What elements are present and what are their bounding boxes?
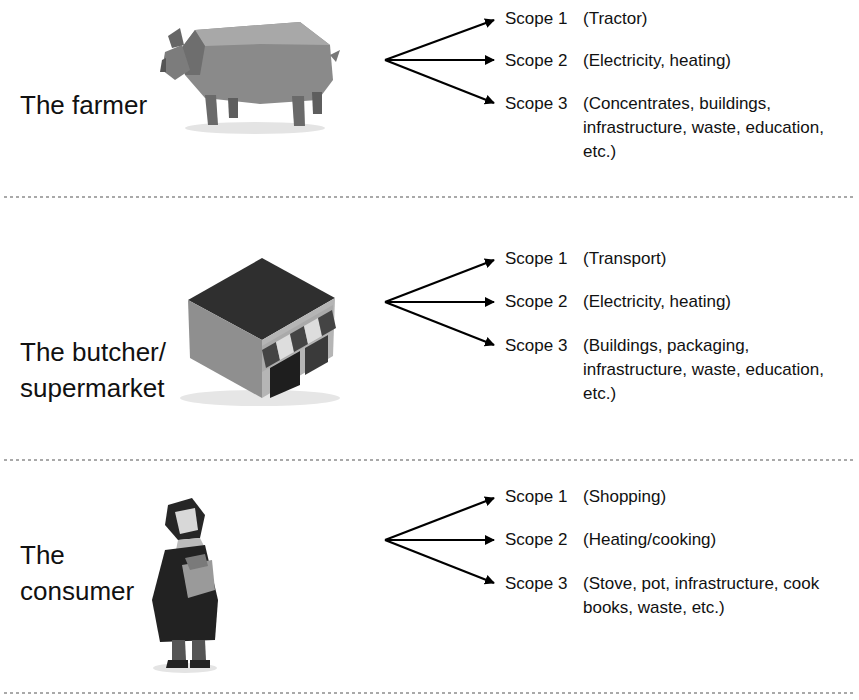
scope-examples: (Concentrates, buildings, infrastructure… bbox=[583, 92, 828, 164]
scope-label: Scope 2 bbox=[505, 528, 580, 552]
scope-label: Scope 2 bbox=[505, 290, 580, 314]
scope-examples: (Stove, pot, infrastructure, cook books,… bbox=[583, 572, 828, 620]
actor-label: The butcher/ supermarket bbox=[20, 334, 180, 406]
scope-label: Scope 1 bbox=[505, 7, 580, 31]
scope-label: Scope 3 bbox=[505, 572, 580, 596]
scope-examples: (Electricity, heating) bbox=[583, 49, 833, 73]
consumer-illustration bbox=[152, 498, 218, 673]
scope-examples: (Shopping) bbox=[583, 485, 833, 509]
actor-label: The farmer bbox=[20, 87, 190, 123]
scope-examples: (Tractor) bbox=[583, 7, 833, 31]
pig-illustration bbox=[160, 22, 340, 134]
actor-label: The consumer bbox=[20, 537, 170, 609]
scope-examples: (Transport) bbox=[583, 247, 833, 271]
scope-label: Scope 1 bbox=[505, 485, 580, 509]
scope-label: Scope 3 bbox=[505, 334, 580, 358]
scope-examples: (Electricity, heating) bbox=[583, 290, 833, 314]
scope-arrows bbox=[385, 20, 494, 583]
shop-illustration bbox=[180, 258, 340, 406]
scope-examples: (Buildings, packaging, infrastructure, w… bbox=[583, 334, 828, 406]
scope-label: Scope 1 bbox=[505, 247, 580, 271]
scope-label: Scope 2 bbox=[505, 49, 580, 73]
scope-label: Scope 3 bbox=[505, 92, 580, 116]
scope-examples: (Heating/cooking) bbox=[583, 528, 833, 552]
separator-lines bbox=[4, 197, 855, 693]
